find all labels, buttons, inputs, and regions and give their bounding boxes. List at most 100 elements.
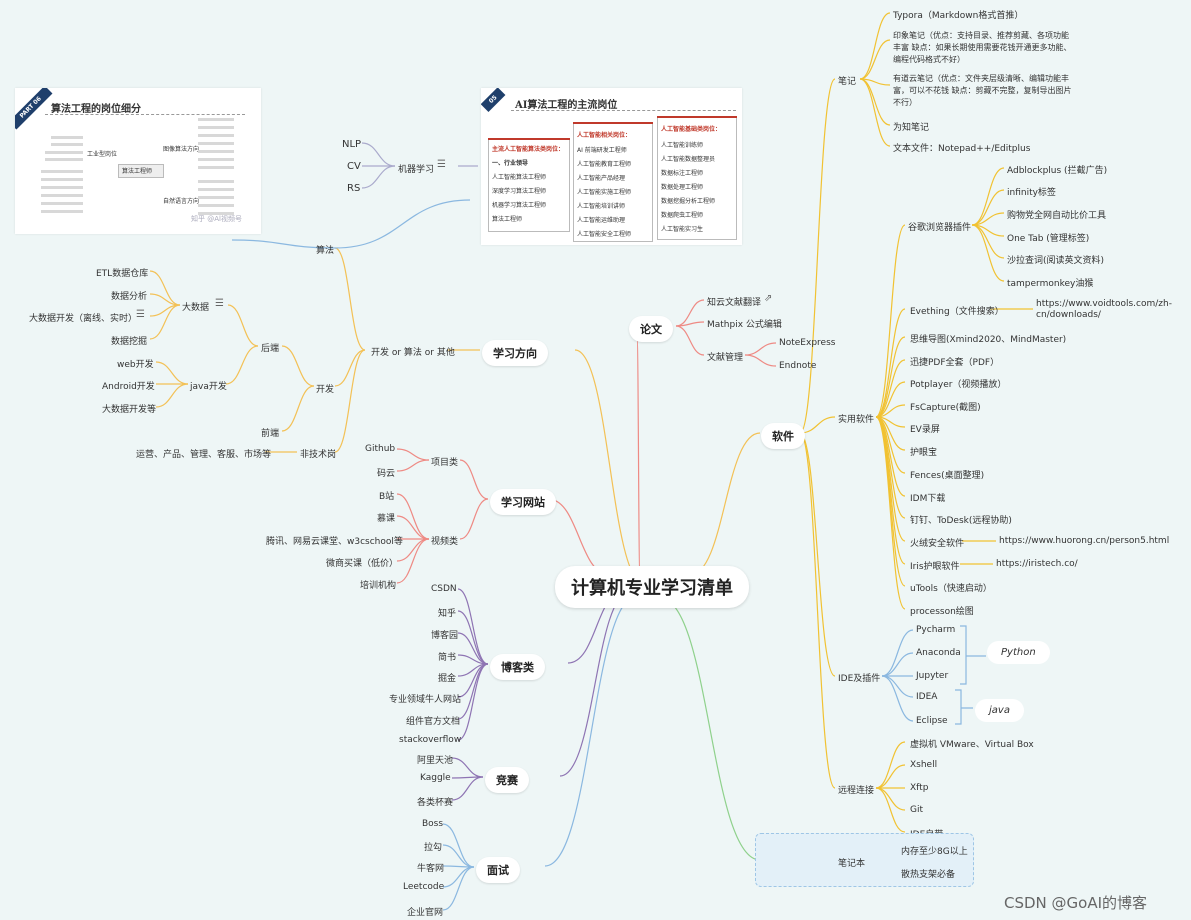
paper-item[interactable]: 知云文献翻译 xyxy=(707,298,762,308)
competition-item[interactable]: 阿里天池 xyxy=(417,756,454,766)
topic-learning-direction[interactable]: 学习方向 xyxy=(482,340,548,366)
ml-item-cv[interactable]: CV xyxy=(347,161,361,172)
ml-item-rs[interactable]: RS xyxy=(347,183,361,194)
competition-item[interactable]: 各类杯赛 xyxy=(417,798,454,808)
util-item[interactable]: EV录屏 xyxy=(910,425,940,435)
project-item[interactable]: Github xyxy=(365,444,396,454)
java-node[interactable]: java开发 xyxy=(190,382,227,392)
remote-item[interactable]: Xshell xyxy=(910,760,938,770)
topic-blogs[interactable]: 博客类 xyxy=(490,654,545,680)
util-item[interactable]: IDM下载 xyxy=(910,494,946,504)
hardware-item[interactable]: 内存至少8G以上 xyxy=(901,847,968,857)
browser-item[interactable]: 沙拉查词(阅读英文资料) xyxy=(1007,256,1105,266)
remote-item[interactable]: Xftp xyxy=(910,783,929,793)
java-item[interactable]: web开发 xyxy=(117,360,154,370)
ide-item[interactable]: IDEA xyxy=(916,692,938,702)
util-item[interactable]: 思维导图(Xmind2020、MindMaster) xyxy=(910,335,1067,345)
paper-mgmt-item[interactable]: Endnote xyxy=(779,361,817,371)
algorithm-node[interactable]: 算法 xyxy=(316,246,335,256)
dev-node[interactable]: 开发 xyxy=(316,385,335,395)
video-item[interactable]: B站 xyxy=(379,492,395,502)
notes-node[interactable]: 笔记 xyxy=(838,77,857,87)
notes-item[interactable]: Typora（Markdown格式首推） xyxy=(893,11,1024,21)
note-icon[interactable]: ☰ xyxy=(136,309,145,320)
ml-item-nlp[interactable]: NLP xyxy=(342,139,362,150)
notes-item[interactable]: 有道云笔记（优点：文件夹层级清晰、编辑功能丰富，可以不花钱 缺点：剪藏不完整，复… xyxy=(893,74,1072,107)
ide-item[interactable]: Jupyter xyxy=(916,671,949,681)
laptop-node[interactable]: 笔记本 xyxy=(838,859,866,869)
topic-interview[interactable]: 面试 xyxy=(476,857,520,883)
browser-item[interactable]: One Tab (管理标签) xyxy=(1007,234,1090,244)
backend-node[interactable]: 后端 xyxy=(261,344,280,354)
interview-item[interactable]: 牛客网 xyxy=(417,864,445,874)
interview-item[interactable]: 企业官网 xyxy=(407,908,444,918)
ide-item[interactable]: Pycharm xyxy=(916,625,956,635)
topic-learning-sites[interactable]: 学习网站 xyxy=(490,489,556,515)
notes-item[interactable]: 印象笔记（优点：支持目录、推荐剪藏、各项功能丰富 缺点：如果长期使用需要花钱开通… xyxy=(893,31,1072,64)
remote-node[interactable]: 远程连接 xyxy=(838,786,875,796)
paper-item[interactable]: 文献管理 xyxy=(707,353,744,363)
nontech-node[interactable]: 非技术岗 xyxy=(300,450,337,460)
ml-node[interactable]: 机器学习 xyxy=(398,165,435,175)
bigdata-item[interactable]: ETL数据仓库 xyxy=(96,269,149,279)
interview-item[interactable]: 拉勾 xyxy=(424,843,443,853)
browser-node[interactable]: 谷歌浏览器插件 xyxy=(908,223,972,233)
image-ai-mainstream-roles[interactable]: 05 AI算法工程的主流岗位 主流人工智能算法类岗位： 一、行业领导 人工智能算… xyxy=(481,88,742,245)
util-item[interactable]: FsCapture(截图) xyxy=(910,403,981,413)
browser-item[interactable]: 购物党全网自动比价工具 xyxy=(1007,211,1107,221)
topic-papers[interactable]: 论文 xyxy=(629,316,673,342)
note-icon[interactable]: ☰ xyxy=(215,298,224,309)
util-url[interactable]: https://www.huorong.cn/person5.html xyxy=(999,536,1170,546)
blog-item[interactable]: stackoverflow xyxy=(399,735,462,745)
util-item[interactable]: 火绒安全软件 xyxy=(910,539,965,549)
bigdata-item[interactable]: 数据分析 xyxy=(111,292,148,302)
blog-item[interactable]: 掘金 xyxy=(438,674,457,684)
bigdata-item[interactable]: 数据挖掘 xyxy=(111,337,148,347)
util-item[interactable]: uTools（快速启动） xyxy=(910,584,992,594)
util-item[interactable]: processon绘图 xyxy=(910,607,974,617)
paper-item[interactable]: Mathpix 公式编辑 xyxy=(707,320,782,330)
project-node[interactable]: 项目类 xyxy=(431,458,459,468)
frontend-node[interactable]: 前端 xyxy=(261,429,280,439)
util-item[interactable]: Potplayer（视频播放） xyxy=(910,380,1007,390)
util-item[interactable]: Evething（文件搜索） xyxy=(910,307,1004,317)
util-item[interactable]: Fences(桌面整理) xyxy=(910,471,985,481)
util-item[interactable]: 护眼宝 xyxy=(910,448,938,458)
util-item[interactable]: 钉钉、ToDesk(远程协助) xyxy=(910,516,1012,526)
interview-item[interactable]: Boss xyxy=(422,819,444,829)
browser-item[interactable]: tampermonkey油猴 xyxy=(1007,279,1094,289)
video-item[interactable]: 慕课 xyxy=(377,514,396,524)
nontech-items[interactable]: 运营、产品、管理、客服、市场等 xyxy=(136,450,272,460)
util-url[interactable]: https://iristech.co/ xyxy=(996,559,1078,569)
ide-group-python[interactable]: Python xyxy=(987,641,1050,664)
bigdata-item[interactable]: 大数据开发（离线、实时） xyxy=(29,314,138,324)
paper-mgmt-item[interactable]: NoteExpress xyxy=(779,338,836,348)
video-node[interactable]: 视频类 xyxy=(431,537,459,547)
blog-item[interactable]: 博客园 xyxy=(431,631,459,641)
blog-item[interactable]: 专业领域牛人网站 xyxy=(389,695,462,705)
video-item[interactable]: 腾讯、网易云课堂、w3cschool等 xyxy=(266,537,403,547)
hardware-item[interactable]: 散热支架必备 xyxy=(901,870,956,880)
java-item[interactable]: 大数据开发等 xyxy=(102,405,157,415)
blog-item[interactable]: 简书 xyxy=(438,653,457,663)
external-link-icon[interactable]: ⇗ xyxy=(764,293,773,304)
util-item[interactable]: Iris护眼软件 xyxy=(910,562,960,572)
dev-or-alg-node[interactable]: 开发 or 算法 or 其他 xyxy=(371,348,455,358)
notes-item[interactable]: 文本文件：Notepad++/Editplus xyxy=(893,144,1031,154)
topic-software[interactable]: 软件 xyxy=(761,423,805,449)
remote-item[interactable]: Git xyxy=(910,805,924,815)
topic-competitions[interactable]: 竞赛 xyxy=(485,767,529,793)
competition-item[interactable]: Kaggle xyxy=(420,773,451,783)
video-item[interactable]: 微商买课（低价） xyxy=(326,559,399,569)
video-item[interactable]: 培训机构 xyxy=(360,581,397,591)
bigdata-node[interactable]: 大数据 xyxy=(182,303,210,313)
interview-item[interactable]: Leetcode xyxy=(403,882,445,892)
note-icon[interactable]: ☰ xyxy=(437,159,446,170)
notes-item[interactable]: 为知笔记 xyxy=(893,123,930,133)
blog-item[interactable]: 组件官方文档 xyxy=(406,717,461,727)
remote-item[interactable]: 虚拟机 VMware、Virtual Box xyxy=(910,740,1034,750)
java-item[interactable]: Android开发 xyxy=(102,382,155,392)
blog-item[interactable]: CSDN xyxy=(431,584,457,594)
project-item[interactable]: 码云 xyxy=(377,469,396,479)
root-topic[interactable]: 计算机专业学习清单 xyxy=(555,566,749,608)
